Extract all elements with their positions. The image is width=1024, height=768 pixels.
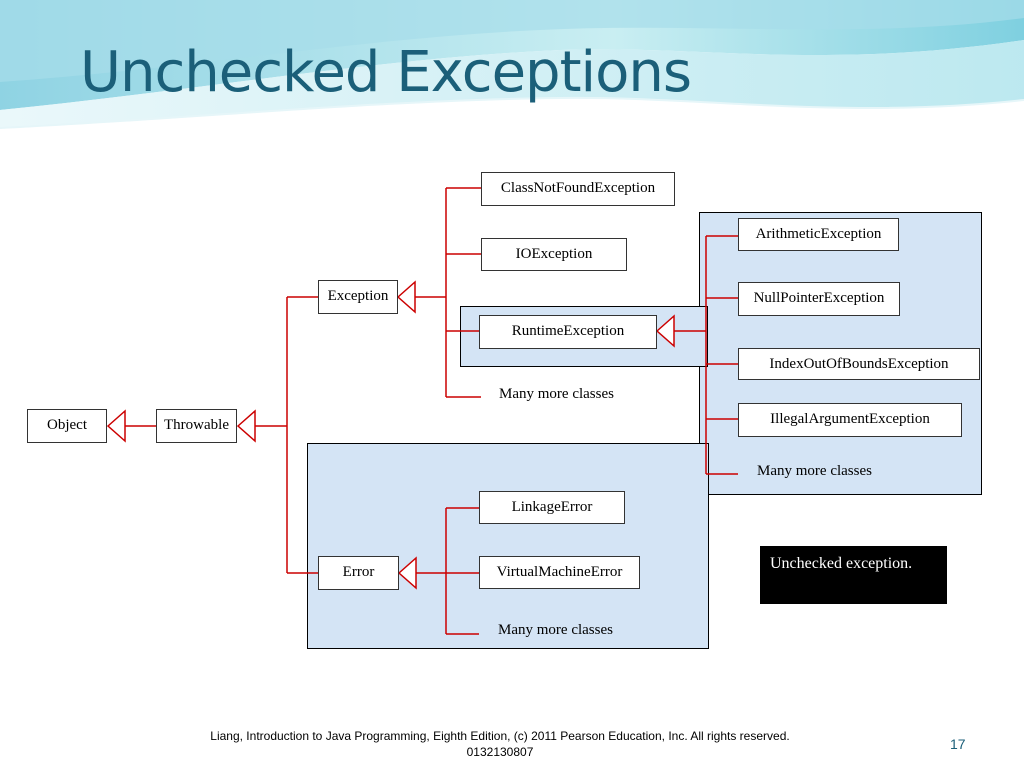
node-exception-more-classes: Many more classes [499,386,614,402]
node-error: Error [318,556,399,590]
unchecked-exception-legend: Unchecked exception. [760,546,947,604]
node-runtime-exception: RuntimeException [479,315,657,349]
node-arithmetic-exception: ArithmeticException [738,218,899,251]
node-virtual-machine-error: VirtualMachineError [479,556,640,589]
page-number: 17 [950,736,966,752]
node-error-more-classes: Many more classes [498,622,613,638]
node-null-pointer-exception: NullPointerException [738,282,900,316]
error-region [307,443,709,649]
node-exception: Exception [318,280,398,314]
slide-title: Unchecked Exceptions [80,40,692,105]
node-throwable: Throwable [156,409,237,443]
node-io-exception: IOException [481,238,627,271]
node-illegal-argument-exception: IllegalArgumentException [738,403,962,437]
slide-footer: Liang, Introduction to Java Programming,… [210,729,790,759]
node-linkage-error: LinkageError [479,491,625,524]
node-runtime-more-classes: Many more classes [757,463,872,479]
node-class-not-found-exception: ClassNotFoundException [481,172,675,206]
node-index-out-of-bounds-exception: IndexOutOfBoundsException [738,348,980,380]
node-object: Object [27,409,107,443]
